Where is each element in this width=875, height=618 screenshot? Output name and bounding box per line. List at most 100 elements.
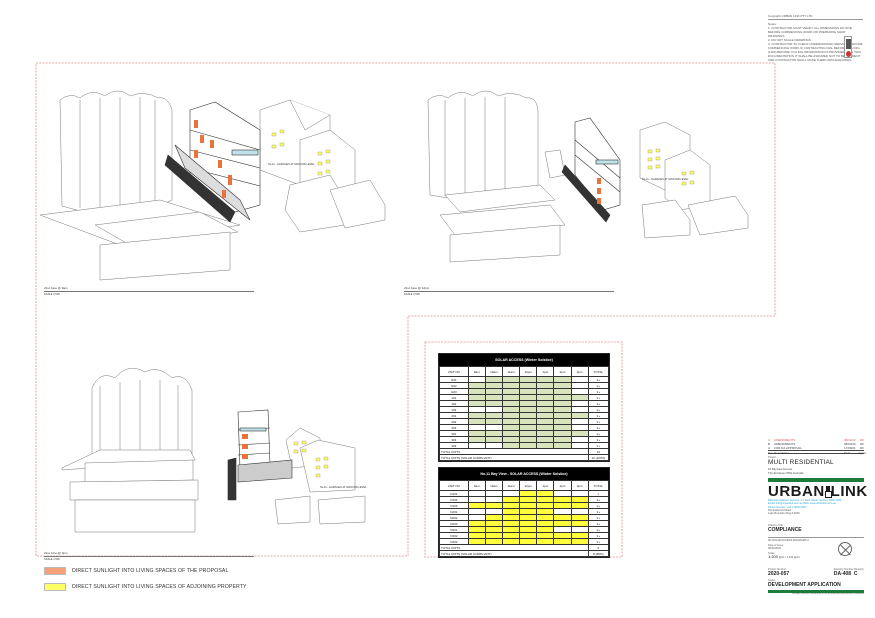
certification-stamp-icon (844, 36, 852, 58)
architect-line: Luke Brunsdon Reg # 0000 (768, 512, 800, 516)
column-header: UNIT NO (439, 480, 469, 491)
view-caption: 21st June @ 12pm SCALE 1:500 (404, 286, 614, 296)
scale-label: Scale (768, 552, 775, 556)
contact-line: Business Address: level 12, 1-7 Kent Str… (768, 499, 842, 503)
view-title: 21st June @ 12pm (404, 286, 614, 292)
revision-date: 08/03/22 (844, 442, 856, 446)
view-scale: SCALE 1:500 (44, 293, 60, 296)
revision-desc: FOR DA APPROVAL (774, 446, 802, 450)
view-caption: 21st June @ 9am SCALE 1:500 (44, 286, 254, 296)
project-number: 2020-057 (768, 570, 790, 577)
isometric-render-3pm: No.11 - GARAGES AT GROUND LEVEL (61, 367, 367, 533)
address-line: 16 Bayview Avenue (768, 467, 793, 471)
neighbour-label: No.11 - GARAGES AT GROUND LEVEL (320, 485, 367, 489)
revision-app: DF (860, 446, 864, 450)
compliant-units-row: TOTAL UNITS (SOLAR COMPLIANT)12 (100%) (439, 454, 610, 461)
neighbour-label: No.11 - GARAGES AT GROUND LEVEL (268, 162, 315, 166)
compliant-units-label: TOTAL UNITS (SOLAR COMPLIANT) (439, 550, 589, 557)
note-item: 3. CONTRACTOR TO CHECK UNDERGROUND SERVI… (768, 42, 863, 62)
view-12pm: No.11 - GARAGES AT GROUND LEVEL 21st Jun… (0, 0, 875, 300)
issue-date: 08/12/2022 (768, 546, 781, 550)
revision-date: 08/12/22 (844, 438, 856, 442)
status-value: DEVELOPMENT APPLICATION (768, 581, 841, 588)
north-arrow-icon (838, 542, 852, 556)
column-header: 12pm (519, 480, 538, 491)
revision-rev: A (768, 446, 771, 450)
drawing-title: COMPLIANCE (768, 526, 802, 533)
brand-bar (768, 478, 864, 483)
neighbour-label: No.11 - GARAGES AT GROUND LEVEL (642, 177, 689, 181)
status-label: Status (768, 578, 776, 582)
drawing-title-label: Drawing Title (768, 523, 783, 527)
urbanlink-logo: URBAN LINK (768, 482, 867, 500)
column-header: 11am (501, 480, 521, 491)
revision-date: 17/08/21 (844, 446, 856, 450)
legend-swatch-yellow (44, 583, 66, 591)
footer-text: All rights reserved. Reproduction of thi… (792, 592, 864, 595)
legend-swatch-orange (44, 567, 66, 575)
column-header: 12pm (519, 366, 538, 377)
compliant-units-row: TOTAL UNITS (SOLAR COMPLIANT)8 (89%) (439, 550, 610, 557)
column-header: 10am (484, 480, 504, 491)
compliant-units-value: 8 (89%) (587, 550, 610, 557)
general-notes: Copyright URBAN LINK PTY LTD Notes: 1. C… (768, 14, 863, 62)
brand-bar-bottom (768, 589, 864, 593)
contact-line: Email: info@urbanlink.com.au Web: www.ur… (768, 502, 836, 506)
project-label: Project (768, 456, 777, 459)
column-header: TOTAL (587, 366, 610, 377)
project-number-row: Project Number 2020-057 Drawing Number R… (768, 566, 864, 577)
rev-col: No. (768, 451, 773, 455)
architect-details: Nominated Architect Luke Brunsdon Reg # … (768, 509, 864, 516)
view-scale: SCALE 1:500 (404, 293, 420, 296)
column-header: 2pm (553, 480, 572, 491)
date-label: Date of Issue (768, 543, 784, 547)
revision-rev: C (768, 438, 771, 442)
column-header: 1pm (536, 480, 555, 491)
project-name: MULTI RESIDENTIAL (768, 459, 834, 466)
view-scale: SCALE 1:500 (44, 558, 60, 561)
drawing-subtitle: 3D SOLAR ACCESS DIAGRAMS 2 (768, 536, 864, 542)
revision-header: No. Description Date App'd (768, 450, 866, 455)
compliant-units-value: 12 (100%) (587, 454, 610, 461)
project-number-label: Project Number (768, 567, 787, 571)
note-item: 2. DO NOT SCALE DRAWINGS. (768, 38, 812, 42)
date-col: Date (844, 451, 851, 455)
revision-rev: B (768, 442, 771, 446)
desc-col: Description (774, 451, 790, 455)
app-col: App'd (858, 451, 866, 455)
legend-item-proposal: DIRECT SUNLIGHT INTO LIVING SPACES OF TH… (44, 567, 228, 575)
view-9am: No.11 - GARAGES AT GROUND LEVEL 21st Jun… (0, 0, 400, 300)
column-header: 3pm (570, 480, 589, 491)
note-item: 1. CONTRACTOR MUST VERIFY ALL DIMENSIONS… (768, 26, 852, 38)
legend-label: DIRECT SUNLIGHT INTO LIVING SPACES OF TH… (72, 568, 229, 574)
table-title: No.11 Bay View - SOLAR ACCESS (Winter So… (439, 468, 609, 480)
legend-label: DIRECT SUNLIGHT INTO LIVING SPACES OF AD… (72, 584, 247, 590)
legend-item-adjoining: DIRECT SUNLIGHT INTO LIVING SPACES OF AD… (44, 583, 247, 591)
logo-mark-icon (824, 485, 832, 498)
scale-number: 1:200 (768, 554, 779, 560)
logo-text-left: URBAN (768, 482, 825, 500)
scale-value: 1:200 @A1 / 1:400 @A3 (768, 554, 864, 560)
revision-app: DF (860, 438, 864, 442)
notes-heading: Notes: (768, 22, 777, 26)
compliant-units-label: TOTAL UNITS (SOLAR COMPLIANT) (439, 454, 589, 461)
column-header: 10am (484, 366, 504, 377)
table-title: SOLAR ACCESS (Winter Solstice) (439, 354, 609, 366)
revision-desc: AMENDMENTS (774, 438, 796, 442)
column-header: 11am (501, 366, 521, 377)
column-header: TOTAL (587, 480, 610, 491)
